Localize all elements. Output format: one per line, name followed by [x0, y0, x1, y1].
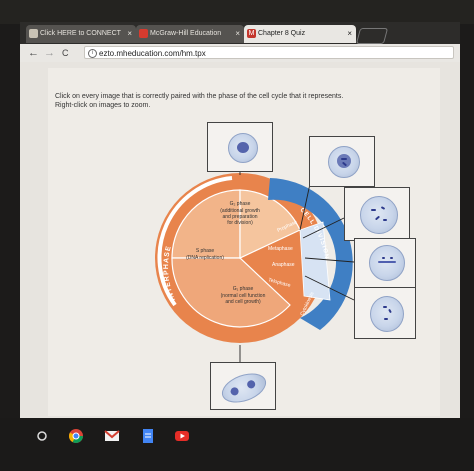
tab-mcgraw-hill[interactable]: McGraw-Hill Education ×	[136, 25, 244, 43]
s-phase-wedge	[171, 189, 241, 259]
connector-line	[304, 257, 355, 263]
nucleus	[246, 379, 257, 390]
gmail-icon[interactable]	[104, 428, 120, 444]
youtube-icon[interactable]	[174, 428, 190, 444]
chromosome	[383, 219, 387, 221]
g1-phase-wedge	[171, 257, 291, 328]
connector-line	[304, 275, 355, 301]
anaphase-label: Anaphase	[272, 262, 295, 268]
g2-title: G₂ phase	[230, 201, 251, 207]
address-text: ezto.mheducation.com/hm.tpx	[99, 49, 206, 58]
cell-image	[328, 146, 360, 178]
chromosome	[380, 206, 386, 210]
taskbar	[0, 418, 474, 471]
close-icon[interactable]: ×	[347, 29, 352, 38]
cell-image	[217, 367, 271, 409]
monitor-bezel	[0, 0, 474, 24]
cell-image	[228, 133, 258, 163]
g1-desc-1: (normal cell function	[221, 293, 266, 299]
close-icon[interactable]: ×	[235, 29, 240, 38]
tab-label: Chapter 8 Quiz	[258, 30, 306, 37]
circle-icon[interactable]	[34, 428, 50, 444]
tab-label: McGraw-Hill Education	[150, 30, 222, 37]
s-phase-title: S phase	[196, 248, 215, 254]
nucleus	[337, 154, 351, 168]
browser-tab-bar: Click HERE to CONNECT × McGraw-Hill Educ…	[20, 22, 460, 45]
g2-phase-wedge	[239, 189, 301, 259]
chromosome	[383, 306, 387, 308]
image-option-g1[interactable]	[210, 362, 276, 410]
chromosome	[388, 308, 392, 314]
reload-button[interactable]: C	[62, 48, 69, 58]
mitosis-phases-area	[299, 221, 331, 301]
g2-desc-2: and preparation	[222, 214, 257, 220]
m-favicon-icon: M	[247, 29, 256, 38]
instruction-line-1: Click on every image that is correctly p…	[55, 93, 344, 100]
chromosome	[382, 257, 385, 259]
question-instructions: Click on every image that is correctly p…	[55, 92, 415, 110]
chromosome	[390, 257, 393, 259]
image-option-g2[interactable]	[207, 122, 273, 172]
cell-image	[360, 196, 398, 234]
instruction-line-2: Right-click on images to zoom.	[55, 102, 151, 109]
image-option-prophase[interactable]	[309, 136, 375, 187]
chromosome	[384, 318, 388, 320]
g2-desc-3: for division)	[227, 220, 253, 226]
info-icon[interactable]: i	[88, 49, 97, 58]
nucleus	[229, 386, 240, 397]
image-option-anaphase[interactable]	[354, 238, 416, 288]
connector-line	[302, 217, 345, 239]
back-button[interactable]: ←	[28, 47, 39, 59]
telophase-label: Telophase	[267, 277, 291, 289]
cycle-arrow	[157, 176, 233, 307]
browser-toolbar: ← → C i ezto.mheducation.com/hm.tpx	[20, 44, 460, 63]
chromosome	[374, 215, 381, 221]
g1-desc-2: and cell growth)	[225, 299, 261, 305]
tab-connect[interactable]: Click HERE to CONNECT ×	[26, 25, 136, 43]
g1-title: G₁ phase	[233, 286, 254, 292]
g2-desc-1: (additional growth	[220, 208, 260, 214]
docs-icon[interactable]	[140, 428, 156, 444]
cell-division-band	[268, 178, 353, 330]
metaphase-label: Metaphase	[268, 246, 293, 252]
tab-label: Click HERE to CONNECT	[40, 30, 121, 37]
chrome-icon[interactable]	[68, 428, 84, 444]
chromosome	[371, 209, 376, 211]
close-icon[interactable]: ×	[127, 29, 132, 38]
image-option-telophase[interactable]	[354, 287, 416, 339]
mcgraw-hill-favicon-icon	[139, 29, 148, 38]
forward-button[interactable]: →	[44, 47, 55, 59]
cell-image	[370, 296, 404, 332]
address-bar[interactable]: i ezto.mheducation.com/hm.tpx	[84, 46, 454, 59]
nucleus	[237, 142, 249, 153]
image-option-metaphase[interactable]	[344, 187, 410, 241]
connect-favicon-icon	[29, 29, 38, 38]
s-phase-desc: (DNA replication)	[186, 255, 224, 261]
chromosome	[341, 158, 347, 160]
tab-chapter-quiz[interactable]: M Chapter 8 Quiz ×	[244, 25, 356, 43]
cell-image	[369, 245, 405, 281]
chromosome-line	[378, 261, 396, 263]
